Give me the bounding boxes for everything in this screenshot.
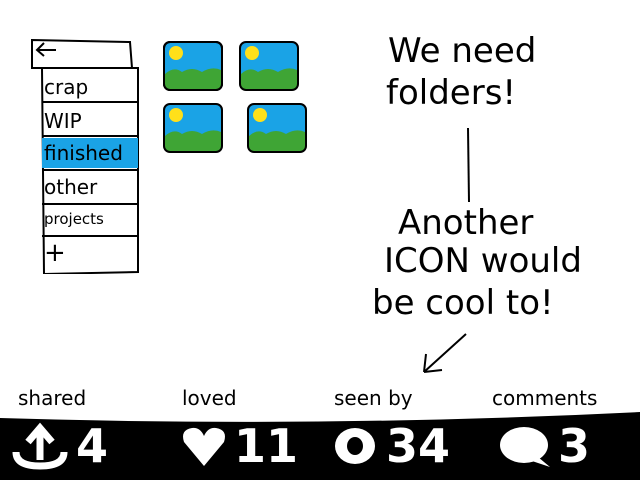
note-icon-would: ICON would bbox=[384, 241, 582, 281]
note-another: Another bbox=[398, 203, 534, 243]
stat-comments[interactable]: 3 bbox=[498, 418, 590, 474]
stat-seen-by-value: 34 bbox=[386, 419, 451, 473]
folder-item-finished[interactable]: finished bbox=[42, 138, 138, 168]
stat-loved-value: 11 bbox=[234, 419, 299, 473]
folder-item-crap[interactable]: crap bbox=[44, 75, 89, 99]
folder-menu-outline bbox=[31, 38, 139, 274]
stat-seen-by[interactable]: 34 bbox=[330, 418, 450, 474]
stat-label-seen-by: seen by bbox=[334, 386, 413, 410]
eye-icon bbox=[335, 428, 375, 464]
note-we-need: We need bbox=[388, 31, 537, 71]
note-be-cool-to: be cool to! bbox=[372, 283, 554, 323]
folder-item-projects[interactable]: projects bbox=[44, 210, 104, 228]
note-arrow-icon bbox=[423, 333, 467, 373]
stat-loved[interactable]: 11 bbox=[180, 418, 298, 474]
folder-menu: crap WIP finished other projects + bbox=[30, 38, 140, 274]
thumbnail-image-icon[interactable] bbox=[162, 102, 224, 154]
thumbnail-image-icon[interactable] bbox=[238, 40, 300, 92]
stat-label-comments: comments bbox=[492, 386, 598, 410]
folder-item-other[interactable]: other bbox=[44, 175, 98, 199]
stat-comments-value: 3 bbox=[558, 419, 591, 473]
folder-item-wip[interactable]: WIP bbox=[44, 109, 82, 133]
stats-bar bbox=[0, 412, 640, 480]
thumbnail-image-icon[interactable] bbox=[162, 40, 224, 92]
thumbnail-image-icon[interactable] bbox=[246, 102, 308, 154]
stat-label-loved: loved bbox=[182, 386, 237, 410]
back-arrow-icon[interactable] bbox=[34, 38, 60, 62]
stat-label-shared: shared bbox=[18, 386, 87, 410]
add-folder-button[interactable]: + bbox=[44, 238, 66, 268]
note-connector-line bbox=[467, 127, 470, 203]
heart-icon bbox=[183, 427, 225, 466]
note-folders: folders! bbox=[386, 73, 517, 113]
upload-icon bbox=[12, 422, 68, 470]
speech-bubble-icon bbox=[500, 427, 550, 467]
stat-shared[interactable]: 4 bbox=[10, 418, 108, 474]
stat-shared-value: 4 bbox=[76, 419, 109, 473]
